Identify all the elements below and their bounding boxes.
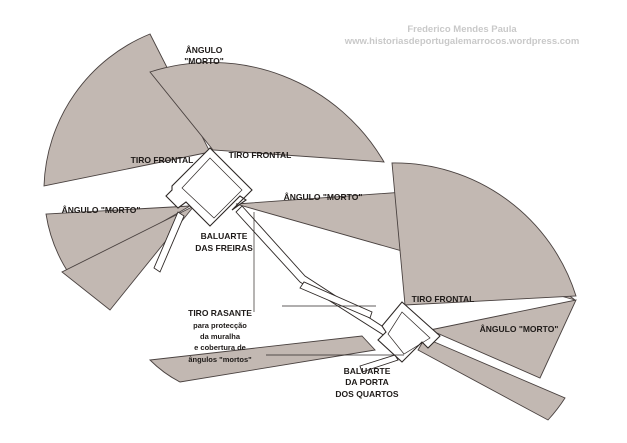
label-tiro-rasante-title: TIRO RASANTE <box>188 308 252 318</box>
frontal-fire-sector-right <box>391 162 577 306</box>
wall-left-bastion-west <box>153 211 185 273</box>
label-tiro-rasante-line-3: e cobertura de <box>194 343 246 352</box>
wall-right-bastion-east <box>359 354 399 373</box>
wall-curtain-outer <box>299 281 373 319</box>
bastion-da-porta-dos-quartos <box>377 301 441 363</box>
label-tiro-rasante-line-1: para protecção <box>193 321 247 330</box>
label-angulo-morto-mid: ÂNGULO "MORTO" <box>284 191 363 202</box>
leader-lines <box>253 212 404 356</box>
label-baluarte-porta-1: BALUARTE <box>344 366 391 376</box>
label-angulo-morto-left: ÂNGULO "MORTO" <box>62 204 141 215</box>
label-baluarte-freiras-2: DAS FREIRAS <box>195 243 253 253</box>
label-baluarte-porta-3: DOS QUARTOS <box>335 389 398 399</box>
label-baluarte-porta-2: DA PORTA <box>345 377 388 387</box>
label-baluarte-freiras-1: BALUARTE <box>201 231 248 241</box>
bastion-das-freiras <box>165 147 253 227</box>
fire-sectors-right <box>149 162 577 421</box>
label-tiro-frontal-right: TIRO FRONTAL <box>412 294 475 304</box>
label-tiro-rasante-line-2: da muralha <box>200 332 241 341</box>
label-angulo-morto-top-2: "MORTO" <box>184 56 224 66</box>
flank-fire-sector-right-high <box>428 299 577 379</box>
label-tiro-rasante-line-4: ângulos "mortos" <box>188 355 252 364</box>
label-angulo-morto-top-1: ÂNGULO <box>186 44 223 55</box>
bastion-porta-outline <box>377 301 441 363</box>
label-angulo-morto-right: ÂNGULO "MORTO" <box>480 323 559 334</box>
bastion-das-freiras-outline <box>165 147 253 227</box>
label-tiro-frontal-left: TIRO FRONTAL <box>131 155 194 165</box>
flank-fire-sector-right-low <box>417 337 566 421</box>
label-tiro-frontal-mid: TIRO FRONTAL <box>229 150 292 160</box>
credit-website: www.historiasdeportugalemarrocos.wordpre… <box>344 36 580 47</box>
frontal-fire-sector-top <box>149 62 385 163</box>
flank-fire-sector-rear <box>149 335 376 383</box>
flank-fire-sector-left-low <box>61 205 195 311</box>
city-walls <box>153 205 399 373</box>
credit-author: Frederico Mendes Paula <box>407 24 517 35</box>
